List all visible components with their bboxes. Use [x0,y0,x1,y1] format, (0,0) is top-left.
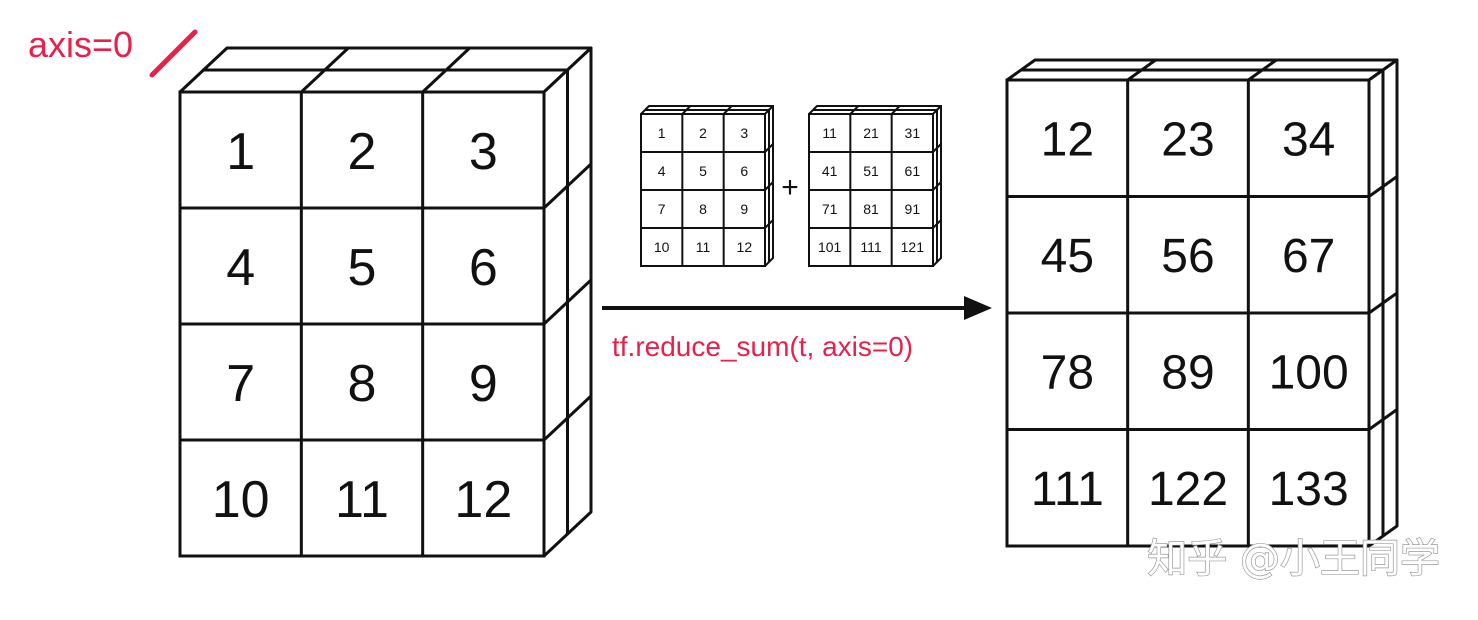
axis-label: axis=0 [28,24,133,65]
box-side-divider [1368,291,1398,315]
cell-value: 11 [822,125,837,141]
cell-value: 41 [822,163,838,179]
cell-value: 12 [454,471,512,529]
operation-label: tf.reduce_sum(t, axis=0) [612,331,913,362]
cell-value: 91 [905,201,921,217]
box-side-divider [1368,408,1398,431]
box-top-divider [1247,58,1278,82]
box-top-divider [300,46,350,94]
cell-value: 61 [905,163,921,179]
box-side-divider [932,181,942,191]
cell-value: 6 [740,163,748,179]
cell-value: 1 [226,123,255,181]
cell-value: 12 [737,239,753,255]
cell-value: 11 [335,471,389,529]
cell-value: 45 [1041,230,1094,283]
cell-value: 133 [1269,463,1349,516]
cell-value: 111 [860,239,881,255]
cell-value: 2 [348,123,377,181]
cell-value: 10 [212,471,270,529]
box-side-divider [542,394,593,442]
box-side-divider [764,219,774,229]
output-tensor-box: 12 23 34 45 56 67 78 89 100 111 122 133 [1005,58,1399,548]
cell-value: 9 [740,201,748,217]
cell-value: 7 [226,355,255,413]
box-side-divider [932,143,942,153]
cell-value: 67 [1282,230,1335,283]
plus-sign: + [781,171,799,204]
cell-value: 111 [1031,463,1104,516]
cell-value: 31 [905,125,921,141]
arrow-head-icon [964,296,992,320]
box-side-divider [764,181,774,191]
box-side-divider [932,219,942,229]
cell-value: 2 [699,125,707,141]
cell-value: 101 [818,239,842,255]
cell-value: 23 [1161,113,1214,166]
cell-value: 11 [696,239,711,255]
cell-value: 10 [654,239,670,255]
box-top-divider [421,46,471,94]
box-top-divider [890,105,901,115]
cell-value: 1 [658,125,666,141]
cell-value: 9 [469,355,498,413]
cell-value: 51 [863,163,879,179]
slice-b-box: 11 21 31 41 51 61 71 81 91 101 111 121 [808,105,942,267]
box-side-divider [542,278,593,326]
axis-marker-line [149,29,198,78]
cell-value: 6 [469,239,498,297]
cell-value: 100 [1269,346,1349,399]
cell-value: 34 [1282,113,1335,166]
cell-value: 8 [348,355,377,413]
cell-value: 89 [1161,346,1214,399]
cell-value: 122 [1148,463,1228,516]
cell-value: 5 [699,163,707,179]
watermark-text: 知乎 @小王同学 [1147,536,1440,582]
cell-value: 121 [901,239,925,255]
box-top-divider [722,105,733,115]
cell-value: 12 [1041,113,1094,166]
cell-value: 56 [1161,230,1214,283]
box-side-divider [542,162,593,210]
box-side-divider [1368,175,1398,198]
cell-value: 5 [348,239,377,297]
cell-value: 3 [740,125,748,141]
cell-value: 78 [1041,346,1094,399]
cell-value: 21 [863,125,879,141]
cell-value: 3 [469,123,498,181]
cell-value: 7 [658,201,666,217]
box-top-divider [681,105,692,115]
box-top-divider [1126,58,1157,82]
cell-value: 4 [226,239,255,297]
cell-value: 81 [863,201,879,217]
box-top-divider [849,105,860,115]
cell-value: 4 [658,163,666,179]
cell-value: 8 [699,201,707,217]
box-side-divider [764,143,774,153]
cell-value: 71 [822,201,838,217]
